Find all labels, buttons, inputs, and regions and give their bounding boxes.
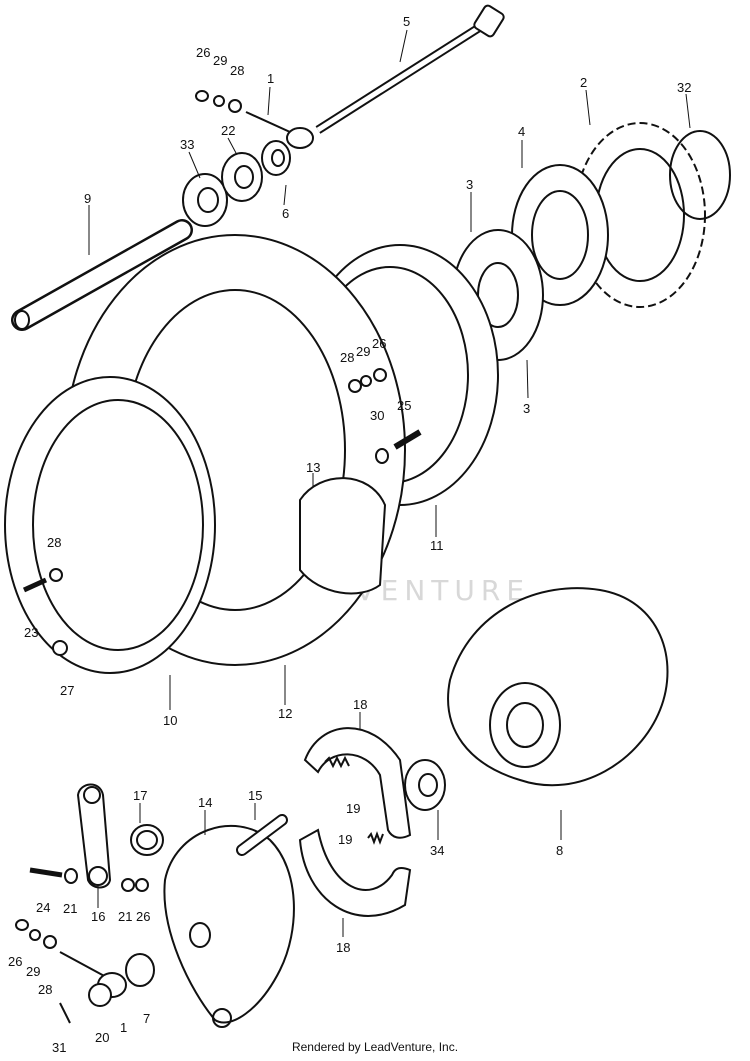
- callout-7: 7: [143, 1011, 150, 1026]
- callout-1: 1: [267, 71, 274, 86]
- callout-19: 19: [346, 801, 360, 816]
- collar-6: [261, 140, 291, 176]
- leader-lines: [88, 29, 691, 937]
- callout-14: 14: [198, 795, 212, 810]
- chain-adjuster-bottom: [15, 919, 155, 1024]
- brake-cam: [236, 814, 288, 856]
- callout-31: 31: [52, 1040, 66, 1055]
- callout-1: 1: [120, 1020, 127, 1035]
- sprocket: [574, 122, 706, 308]
- callout-3: 3: [523, 401, 530, 416]
- callout-2: 2: [580, 75, 587, 90]
- callout-18: 18: [353, 697, 367, 712]
- chain-adjuster-top: [195, 90, 314, 149]
- callout-17: 17: [133, 788, 147, 803]
- callout-4: 4: [518, 124, 525, 139]
- hub: [447, 587, 669, 787]
- spacer-tube: [11, 219, 193, 331]
- callout-22: 22: [221, 123, 235, 138]
- shoe-springs: [324, 755, 384, 845]
- callout-32: 32: [677, 80, 691, 95]
- callout-13: 13: [306, 460, 320, 475]
- callout-29: 29: [26, 964, 40, 979]
- callout-33: 33: [180, 137, 194, 152]
- callout-29: 29: [213, 53, 227, 68]
- return-spring: [130, 824, 164, 856]
- callout-24: 24: [36, 900, 50, 915]
- callout-26: 26: [196, 45, 210, 60]
- callouts: 5 26 29 28 1 2 32 33 22 4 9 6 3 28 29 26…: [8, 14, 691, 1055]
- axle-bolt: [315, 4, 505, 134]
- callout-15: 15: [248, 788, 262, 803]
- oil-seal-22: [221, 152, 263, 202]
- callout-21: 21: [118, 909, 132, 924]
- wheel-half-front: [4, 376, 216, 674]
- callout-6: 6: [282, 206, 289, 221]
- callout-26: 26: [372, 336, 386, 351]
- callout-34: 34: [430, 843, 444, 858]
- bearing-33: [182, 173, 228, 227]
- rim-hardware: [22, 368, 422, 656]
- inner-tube: [299, 477, 387, 595]
- callout-20: 20: [95, 1030, 109, 1045]
- circlip: [669, 130, 731, 220]
- brake-panel: [163, 824, 295, 1028]
- bearing-34: [404, 759, 446, 811]
- callout-16: 16: [91, 909, 105, 924]
- callout-12: 12: [278, 706, 292, 721]
- callout-26: 26: [8, 954, 22, 969]
- callout-3: 3: [466, 177, 473, 192]
- callout-29: 29: [356, 344, 370, 359]
- brake-arm: [76, 783, 112, 889]
- callout-9: 9: [84, 191, 91, 206]
- callout-28: 28: [47, 535, 61, 550]
- callout-21: 21: [63, 901, 77, 916]
- callout-23: 23: [24, 625, 38, 640]
- callout-10: 10: [163, 713, 177, 728]
- callout-28: 28: [38, 982, 52, 997]
- callout-18: 18: [336, 940, 350, 955]
- callout-27: 27: [60, 683, 74, 698]
- callout-8: 8: [556, 843, 563, 858]
- brake-shoe-upper: [303, 727, 412, 839]
- callout-26: 26: [136, 909, 150, 924]
- callout-5: 5: [403, 14, 410, 29]
- arm-hardware: [29, 867, 149, 892]
- callout-25: 25: [397, 398, 411, 413]
- callout-28: 28: [230, 63, 244, 78]
- callout-28: 28: [340, 350, 354, 365]
- callout-30: 30: [370, 408, 384, 423]
- callout-19: 19: [338, 832, 352, 847]
- callout-11: 11: [430, 538, 444, 553]
- render-credit: Rendered by LeadVenture, Inc.: [291, 1040, 459, 1054]
- brake-shoe-lower: [298, 828, 412, 917]
